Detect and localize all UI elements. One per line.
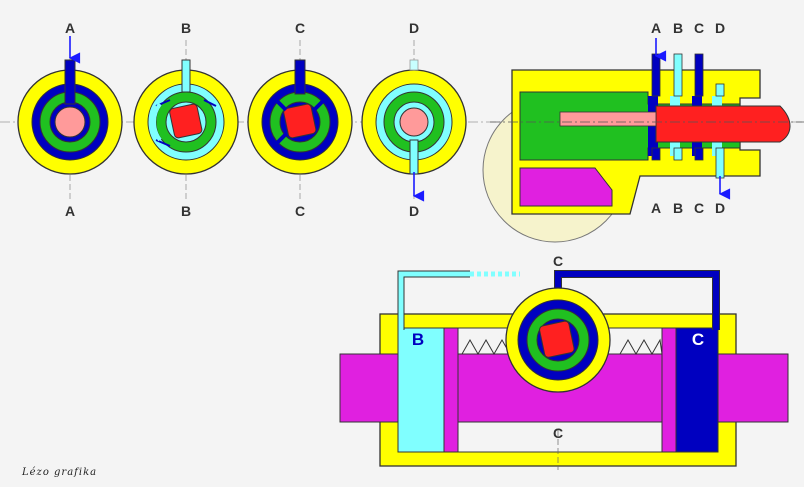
valve-top-label-c: C [694,20,704,36]
valve-top-label-b: B [673,20,683,36]
valve-bottom-label-c: C [694,200,704,216]
valve-bottom-label-d: D [715,200,725,216]
section-view-c: C C [247,20,353,219]
chamber-c [675,327,719,453]
cylinder-top-line-label: C [553,253,563,269]
section-a-top-label: A [65,20,75,36]
section-view-d: D D [361,20,467,219]
valve-bottom-label-b: B [673,200,683,216]
valve-longitudinal-section: A B C D A B C D [482,20,804,243]
section-b-bottom-label: B [181,203,191,219]
valve-top-label-d: D [715,20,725,36]
power-cylinder: C C B C [339,253,789,470]
valve-bottom-label-a: A [651,200,661,216]
section-a-bottom-label: A [65,203,75,219]
chamber-b-label: B [412,330,424,349]
section-view-b: B B [133,20,239,219]
section-d-top-label: D [409,20,419,36]
section-c-bottom-label: C [295,203,305,219]
section-c-top-label: C [295,20,305,36]
section-d-bottom-label: D [409,203,419,219]
valve-top-label-a: A [651,20,661,36]
signature: Lézo grafika [21,467,97,478]
cylinder-bottom-line-label: C [553,425,563,441]
section-view-a: A A [17,20,123,219]
chamber-c-label: C [692,330,704,349]
section-b-top-label: B [181,20,191,36]
